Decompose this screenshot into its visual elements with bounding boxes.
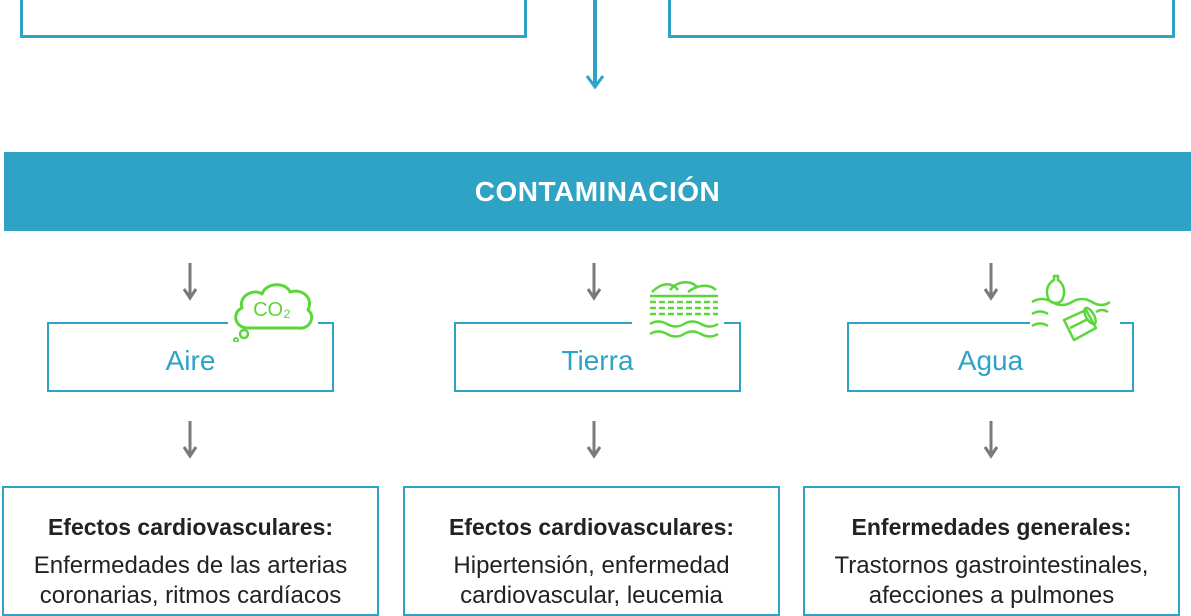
arrow-down-icon <box>587 421 601 459</box>
top-right-box <box>668 0 1175 38</box>
effect-box-tierra: Efectos cardiovasculares: Hipertensión, … <box>403 486 780 616</box>
co2-cloud-icon: CO₂ <box>233 283 314 342</box>
connector-arrowhead-icon <box>585 75 605 90</box>
arrow-down-icon <box>984 421 998 459</box>
arrow-down-icon <box>183 263 197 301</box>
effect-title: Efectos cardiovasculares: <box>47 514 334 540</box>
effect-text: Hipertensión, enfermedad cardiovascular,… <box>453 552 730 609</box>
contamination-banner: CONTAMINACIÓN <box>4 152 1191 231</box>
effect-text: Trastornos gastrointestinales, afeccione… <box>834 552 1149 609</box>
arrow-down-icon <box>587 263 601 301</box>
top-left-box <box>20 0 527 38</box>
effect-title: Efectos cardiovasculares: <box>448 514 735 540</box>
effect-title: Enfermedades generales: <box>851 514 1132 540</box>
connector-line <box>593 0 597 84</box>
category-label: Aire <box>165 345 216 376</box>
effect-text: Enfermedades de las arterias coronarias,… <box>33 552 348 609</box>
water-pollution-icon <box>1031 274 1111 342</box>
effect-box-aire: Efectos cardiovasculares: Enfermedades d… <box>2 486 379 616</box>
category-label: Agua <box>957 345 1024 376</box>
soil-layers-icon <box>649 281 719 338</box>
effect-box-agua: Enfermedades generales: Trastornos gastr… <box>803 486 1180 616</box>
arrow-down-icon <box>984 263 998 301</box>
category-label: Tierra <box>561 345 634 376</box>
category-box-tierra: Tierra <box>454 322 741 392</box>
category-box-aire: Aire <box>47 322 334 392</box>
banner-label: CONTAMINACIÓN <box>474 175 721 207</box>
category-box-agua: Agua <box>847 322 1134 392</box>
arrow-down-icon <box>183 421 197 459</box>
co2-text: CO₂ <box>253 299 291 321</box>
